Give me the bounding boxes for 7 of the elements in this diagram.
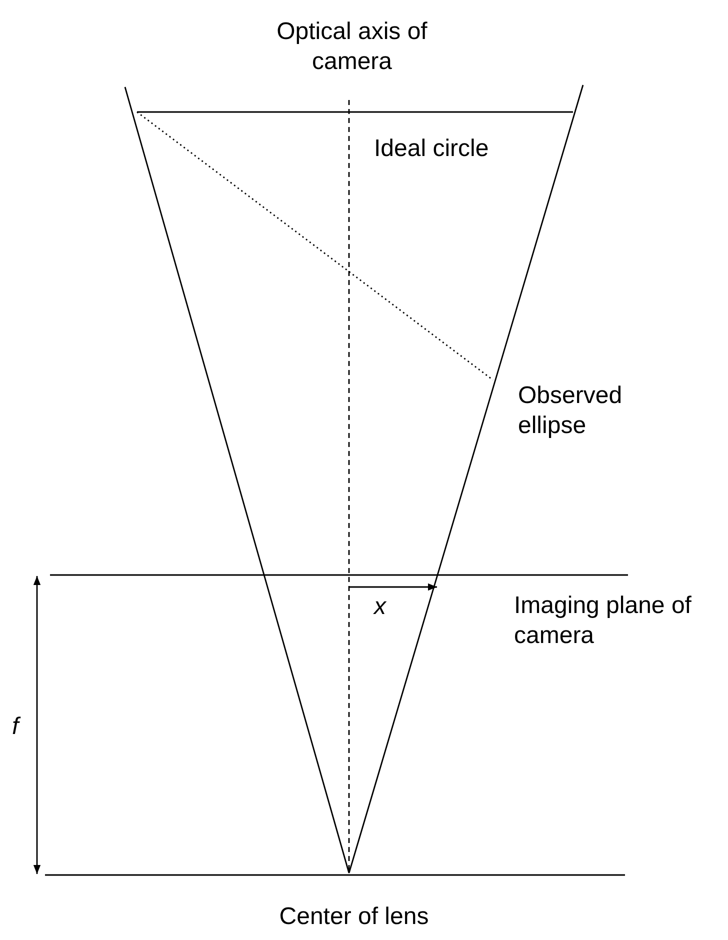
axis-label: Optical axis of camera (276, 17, 428, 77)
shape-label: Observed ellipse (518, 381, 624, 441)
dimension-label: x (374, 592, 388, 622)
dimension-label: f (12, 712, 22, 742)
lens-label: Center of lens (278, 902, 430, 932)
shape-label: Ideal circle (374, 134, 490, 164)
plane-label: Imaging plane of camera (514, 591, 692, 651)
